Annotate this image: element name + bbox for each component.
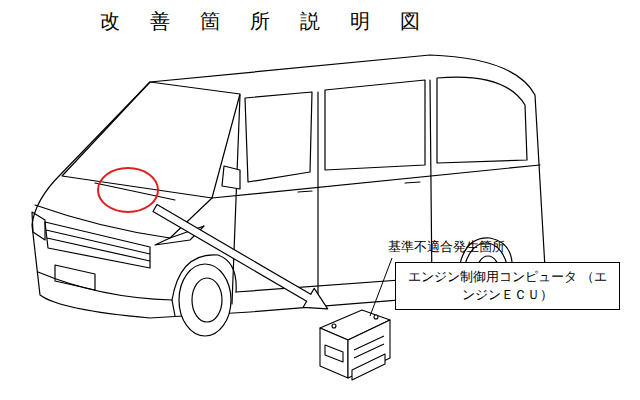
headlight [32, 212, 45, 240]
ecu-part [320, 310, 390, 380]
callout-label: 基準不適合発生箇所 [388, 238, 505, 256]
label-box: エンジン制御用コンピュータ （エンジンＥＣＵ） [395, 262, 620, 310]
diagram-title: 改善箇所説明図 [100, 8, 450, 34]
window [245, 92, 312, 182]
box-text: エンジン制御用コンピュータ （エンジンＥＣＵ） [404, 268, 611, 304]
grille [45, 222, 150, 268]
bumper [38, 272, 175, 316]
door-line [317, 92, 318, 300]
door-line [430, 80, 432, 290]
highlight-circle [98, 168, 158, 212]
front-wheel [179, 264, 231, 336]
windshield [62, 82, 240, 198]
front-door [232, 95, 240, 304]
door-handle [298, 182, 420, 192]
pointer-arrow [149, 199, 333, 319]
leader-line [370, 258, 392, 316]
window [437, 77, 527, 163]
side-mirror [222, 166, 240, 189]
beltline [212, 165, 540, 198]
window [325, 80, 425, 170]
front-wheel-hub [192, 278, 222, 322]
wiper [95, 183, 175, 200]
license-plate [55, 265, 95, 290]
